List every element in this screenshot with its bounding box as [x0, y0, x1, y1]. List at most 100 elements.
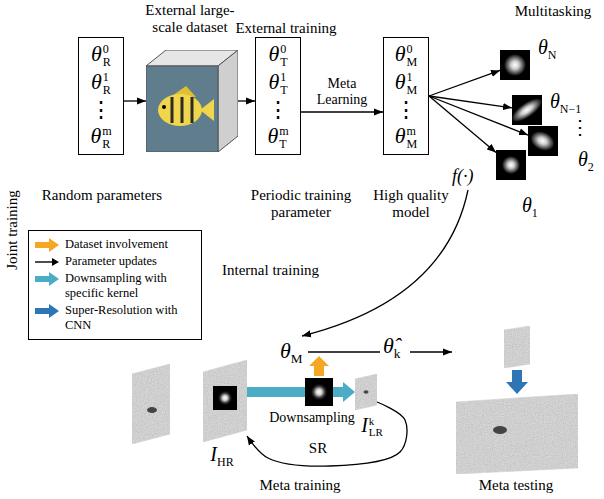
legend-text: Downsampling with specific kernel [65, 271, 195, 301]
parameter-symbol: ⋮ [90, 98, 112, 122]
swatch-head [52, 258, 59, 266]
parameter-symbol: θM1 [395, 70, 418, 97]
label-holder: θM [280, 338, 303, 367]
fish-stripe [171, 97, 174, 123]
connector-arrow [247, 402, 407, 466]
connector-arrow [124, 100, 146, 101]
edge-label: Meta Learning [305, 76, 379, 108]
gaussian-blob [217, 390, 232, 405]
parameter-box: θM0θM1⋮θMmHigh quality model [383, 37, 429, 155]
parameter-symbol: θMm [395, 124, 418, 151]
stage-label: Multitasking [515, 3, 592, 20]
legend-row: Dataset involvement [34, 237, 195, 252]
fish-tail [200, 99, 214, 121]
test-sr-image [456, 394, 578, 474]
swatch-arrow [35, 304, 59, 318]
parameter-symbol: θ1 [522, 194, 538, 221]
parameter-symbol: θRm [90, 124, 111, 151]
label-holder: f(·) [452, 166, 474, 187]
gaussian-blob [504, 54, 526, 76]
caption-holder: θN−1 [550, 90, 581, 117]
caption-holder: IHR [210, 443, 233, 470]
hr-image: IHR [203, 360, 247, 442]
function-label: f(·) [452, 166, 474, 187]
fish-stripe [191, 97, 194, 123]
label-holder: Meta training [259, 477, 340, 494]
edge-label-holder: Downsampling [268, 410, 356, 426]
node-caption: Periodic training parameter [241, 187, 361, 222]
parameter-line [308, 351, 380, 352]
lr-image: ILRk [355, 374, 377, 410]
caption-holder: External large-scale dataset [134, 2, 246, 35]
parameter-symbol: θN [538, 36, 557, 63]
label-holder: ⋮ [570, 116, 590, 139]
parameter-symbol: θR0 [91, 42, 111, 69]
parameter-symbol: θR1 [91, 70, 111, 97]
caption-holder: High quality model [361, 187, 461, 222]
test-lr-image [504, 326, 530, 368]
defect-spot [493, 426, 507, 434]
image-drawing [203, 360, 247, 442]
swatch-arrow [35, 272, 59, 286]
legend-row: Super-Resolution with CNN [34, 303, 195, 333]
edge-label-holder: Meta Learning [305, 76, 379, 108]
stage-label: Meta training [259, 477, 340, 494]
grey-texture [355, 374, 377, 410]
stage-label: Joint training [4, 190, 21, 270]
node-caption: High quality model [361, 187, 461, 222]
label-holder: θ̂k [383, 333, 400, 362]
grey-texture [504, 326, 530, 368]
parameter-box: θR0θR1⋮θRmRandom parameters [78, 37, 124, 155]
parameter-symbol: θM0 [395, 42, 418, 69]
parameter-symbol: θT1 [268, 70, 287, 97]
swatch-arrow [35, 238, 59, 252]
connector-arrow [301, 111, 383, 112]
blur-kernel: θ2 [528, 126, 558, 156]
legend-swatch [34, 255, 60, 269]
ellipsis: ⋮ [570, 116, 590, 139]
kernel-square [305, 378, 333, 406]
caption-holder: θ2 [578, 148, 594, 175]
legend-text: Super-Resolution with CNN [65, 303, 195, 333]
gaussian-blob [502, 156, 520, 174]
label-holder: Internal training [222, 262, 319, 279]
gaussian-blob [310, 383, 328, 401]
legend-row: Downsampling with specific kernel [34, 271, 195, 301]
swatch-line [35, 261, 53, 262]
label-holder: Meta testing [479, 477, 554, 494]
grey-texture [203, 360, 247, 442]
cube-drawing [146, 50, 238, 152]
parameter-symbol: θ2 [578, 148, 594, 175]
legend-swatch [34, 238, 60, 252]
legend-row: Parameter updates [34, 254, 195, 269]
parameter-box: External trainingθT0θT1⋮θTmPeriodic trai… [255, 37, 301, 155]
stage-label: Internal training [222, 262, 319, 279]
dataset-arrow [309, 356, 329, 376]
parameter-symbol: ⋮ [395, 98, 417, 122]
caption-holder: Random parameters [37, 187, 167, 204]
caption-holder: ILRk [361, 414, 383, 439]
legend-swatch [34, 304, 60, 318]
defect-spot [364, 390, 369, 394]
kernel-square [213, 386, 237, 410]
parameter-arrow [410, 351, 452, 352]
legend-text: Dataset involvement [65, 237, 168, 252]
edge-label: SR [308, 440, 328, 457]
caption-holder: Periodic training parameter [241, 187, 361, 222]
legend: Dataset involvementParameter updatesDown… [28, 230, 202, 340]
label-holder: Joint training [4, 190, 21, 270]
edge-label-holder: SR [308, 440, 328, 457]
blur-kernel [305, 378, 333, 406]
sr-cnn-arrow [506, 370, 528, 394]
stage-label: Meta testing [479, 477, 554, 494]
parameter-symbol: θTm [267, 124, 288, 151]
gaussian-blob [528, 128, 558, 155]
legend-text: Parameter updates [65, 254, 157, 269]
fish-stripe [181, 97, 184, 123]
sample-image [132, 364, 170, 444]
connector-arrow [429, 96, 496, 152]
cube-side [218, 50, 238, 152]
cube-front [146, 66, 218, 152]
node-caption: External training [221, 20, 351, 37]
gaussian-blob [508, 94, 546, 126]
